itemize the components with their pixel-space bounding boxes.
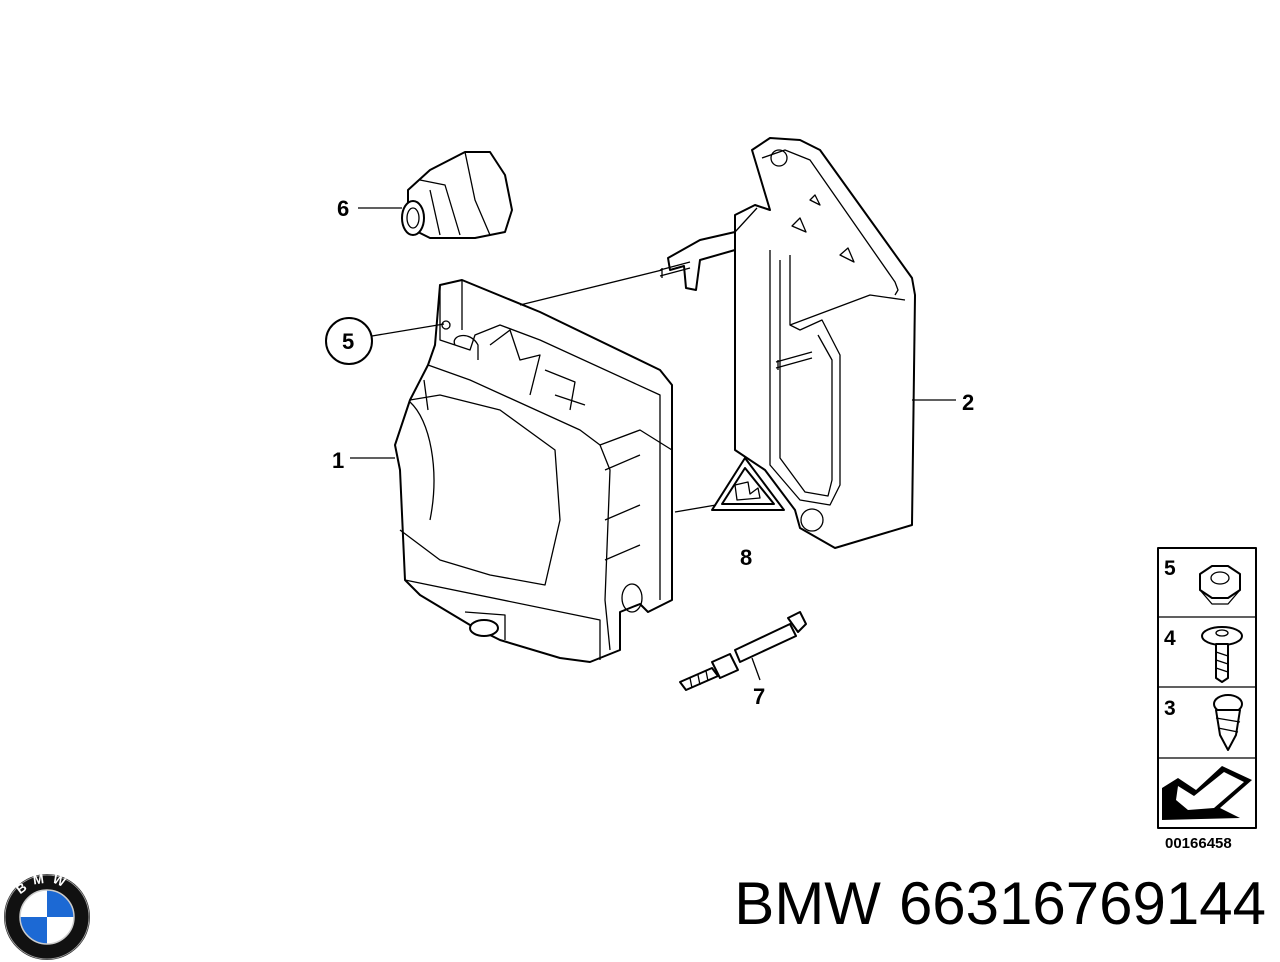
bracket-stud-upper — [659, 261, 691, 278]
legend-item-3: 3 — [1164, 697, 1176, 720]
leader-line-5 — [371, 323, 445, 337]
hex-nut-icon — [1199, 565, 1241, 605]
cap-part-6 — [401, 151, 513, 239]
leader-line-5-stud — [519, 269, 663, 306]
diagram-reference-code: 00166458 — [1165, 835, 1232, 852]
legend-item-4: 4 — [1164, 627, 1176, 650]
warning-label-part-8 — [711, 457, 785, 511]
sensor-housing-part-1 — [394, 279, 673, 663]
self-tapping-screw-icon — [1213, 694, 1243, 751]
callout-6: 6 — [337, 196, 349, 221]
callout-8: 8 — [740, 545, 752, 570]
callout-5-circle — [325, 317, 373, 365]
bracket-part-2 — [667, 137, 916, 549]
direction-arrow-icon — [1162, 766, 1252, 820]
callout-1: 1 — [332, 448, 344, 473]
legend-item-5: 5 — [1164, 557, 1176, 580]
flange-screw-icon — [1201, 626, 1243, 683]
callout-7: 7 — [753, 684, 765, 709]
part-number: 66316769144 — [898, 870, 1266, 937]
bracket-stud-lower — [775, 351, 813, 370]
callout-5: 5 — [342, 329, 354, 354]
bolt-part-7 — [679, 611, 807, 691]
fastener-legend: 5 4 3 00166458 — [1157, 547, 1257, 852]
leader-line-8 — [674, 504, 717, 513]
bmw-logo: BMW — [4, 872, 90, 960]
leader-line-7 — [751, 657, 761, 681]
callout-2: 2 — [962, 390, 974, 415]
brand-name: BMW — [734, 870, 881, 937]
